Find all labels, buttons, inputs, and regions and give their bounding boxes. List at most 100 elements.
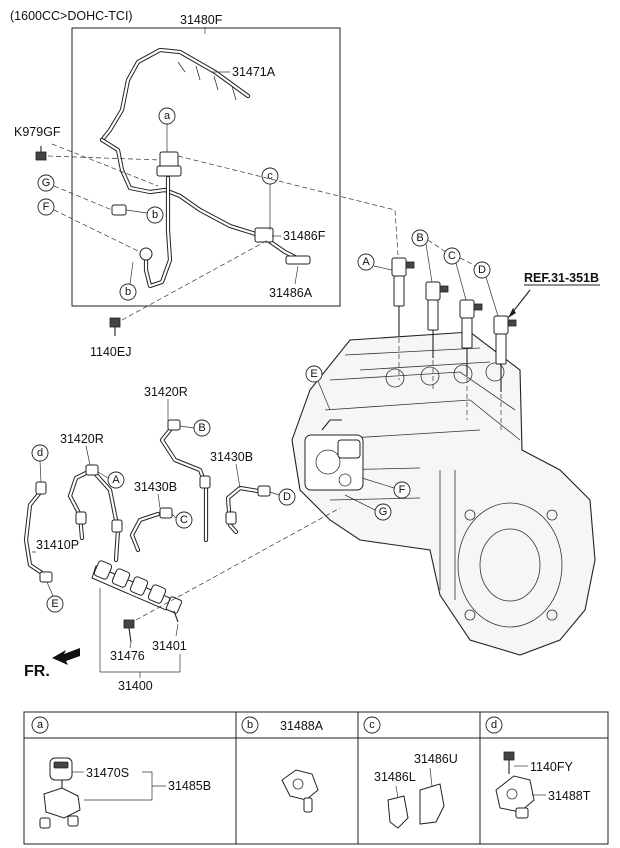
svg-text:d: d [491, 719, 497, 731]
label-31410P: 31410P [36, 538, 79, 552]
label-31420R-top: 31420R [144, 385, 188, 399]
label-31480F: 31480F [180, 13, 223, 27]
svg-text:A: A [362, 256, 370, 268]
label-31401: 31401 [152, 639, 187, 653]
dash-K979GF-2 [51, 143, 159, 187]
engine-block [291, 331, 596, 656]
svg-text:D: D [283, 491, 291, 503]
svg-text:b: b [247, 719, 253, 731]
label-31430B-right: 31430B [210, 450, 253, 464]
injector-C [459, 299, 483, 376]
injector-D [493, 315, 517, 392]
front-direction-arrow-icon [52, 648, 80, 665]
callout-b-bottom: b [119, 261, 137, 301]
leader-31430B-left [157, 493, 161, 509]
legend-part-d-drawing [495, 751, 535, 819]
leader-31430B-right [235, 463, 241, 489]
leader-31486A [294, 265, 299, 285]
dash-to-injector-A [177, 155, 399, 256]
svg-text:F: F [43, 201, 50, 213]
leader-31485B [84, 771, 166, 801]
legend-part-b-drawing [281, 769, 319, 813]
ref-arrow-head [508, 308, 516, 318]
leader-31476 [129, 641, 132, 649]
legend-part-c-drawing [387, 767, 445, 829]
label-31486A: 31486A [269, 286, 313, 300]
high-pressure-pipes [23, 419, 271, 583]
callout-a-top: a [158, 107, 176, 152]
svg-text:C: C [448, 250, 456, 262]
callout-d-pipe: d [31, 444, 49, 483]
legend-a-part-31485B: 31485B [168, 779, 211, 793]
dash-F [53, 209, 141, 253]
callout-D-pipe: D [269, 488, 296, 506]
bolt-31476 [123, 619, 135, 643]
svg-text:F: F [399, 484, 406, 496]
svg-text:c: c [369, 719, 375, 731]
legend-part-a-drawing [39, 757, 81, 829]
callout-B-injector: B [411, 229, 433, 283]
callout-B-pipe: B [179, 419, 211, 437]
svg-text:D: D [478, 264, 486, 276]
bolt-K979GF [35, 146, 47, 161]
return-line-assembly-box [71, 27, 341, 307]
injector-dash-lines [398, 338, 502, 430]
callout-F-left: F [37, 198, 55, 216]
svg-text:A: A [112, 474, 120, 486]
dash-1140EJ [121, 239, 269, 321]
label-K979GF: K979GF [14, 125, 61, 139]
label-ref-31-351B: REF.31-351B [524, 271, 599, 285]
svg-text:b: b [152, 209, 158, 221]
callout-D-injector: D [473, 261, 499, 317]
front-direction-label: FR. [24, 663, 50, 680]
callout-F-engine: F [361, 477, 411, 499]
legend-key-c: c [363, 716, 381, 734]
legend-c-part-31486L: 31486L [374, 770, 416, 784]
svg-text:a: a [37, 719, 44, 731]
svg-text:d: d [37, 447, 43, 459]
svg-text:a: a [164, 110, 171, 122]
svg-text:E: E [310, 368, 317, 380]
callout-E-pipe: E [46, 581, 64, 613]
svg-text:c: c [267, 170, 273, 182]
callout-C-pipe: C [171, 511, 193, 529]
label-31430B-left: 31430B [134, 480, 177, 494]
legend-c-part-31486U: 31486U [414, 752, 458, 766]
dash-C-D [459, 257, 477, 267]
injector-B [425, 281, 449, 358]
legend-d-part-1140FY: 1140FY [530, 760, 574, 774]
label-1140EJ: 1140EJ [90, 345, 131, 359]
legend-key-a: a [31, 716, 49, 734]
callout-A-injector: A [357, 253, 393, 271]
bolt-1140EJ [109, 317, 121, 336]
legend-b-part-31488A: 31488A [280, 719, 324, 733]
label-31486F: 31486F [283, 229, 326, 243]
callout-E-engine: E [305, 365, 331, 411]
svg-text:G: G [42, 177, 51, 189]
callout-A-pipe: A [97, 471, 125, 489]
svg-text:E: E [51, 598, 58, 610]
dash-rail-to-engine [135, 507, 341, 621]
legend-key-d: d [485, 716, 503, 734]
svg-text:b: b [125, 286, 131, 298]
label-31471A: 31471A [232, 65, 276, 79]
dash-K979GF [47, 155, 161, 161]
svg-text:C: C [180, 514, 188, 526]
label-31400: 31400 [118, 679, 153, 693]
return-hose-assembly [99, 47, 311, 289]
leader-31401 [175, 623, 179, 637]
label-31420R-left: 31420R [60, 432, 104, 446]
callout-G-left: G [37, 174, 55, 192]
label-31476: 31476 [110, 649, 145, 663]
callout-b-mid: b [125, 206, 164, 224]
leader-31420R-left [85, 445, 91, 466]
callout-C-injector: C [443, 247, 467, 301]
callout-G-engine: G [344, 494, 392, 521]
common-rail-31400 [91, 560, 183, 623]
dash-G [53, 185, 113, 211]
svg-text:G: G [379, 506, 388, 518]
legend-table [23, 711, 609, 845]
svg-text:B: B [198, 422, 205, 434]
engine-spec-title: (1600CC>DOHC-TCI) [10, 9, 133, 23]
